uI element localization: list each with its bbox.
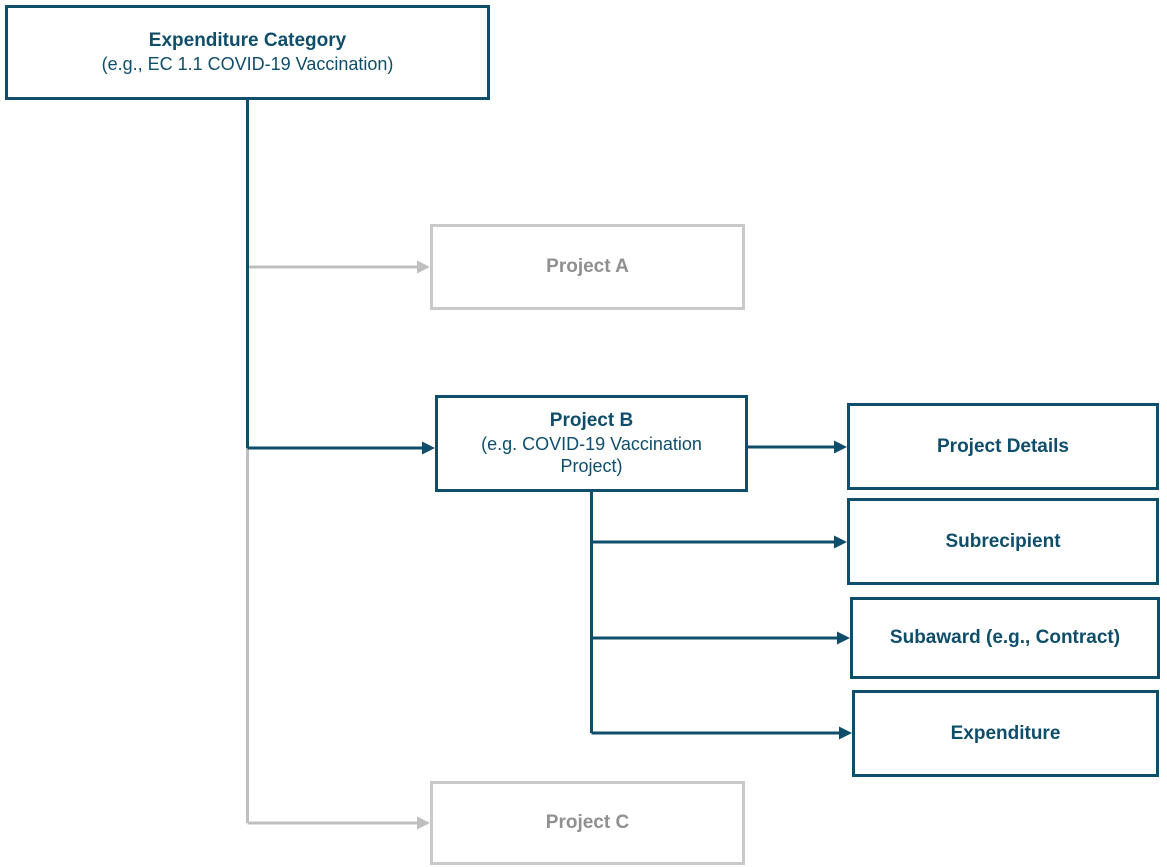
node-project-a: Project A [430, 224, 745, 310]
node-project-b: Project B (e.g. COVID-19 Vaccination Pro… [435, 395, 748, 492]
node-subrecipient: Subrecipient [847, 498, 1159, 585]
node-expenditure-category: Expenditure Category (e.g., EC 1.1 COVID… [5, 5, 490, 100]
node-subtitle: (e.g. COVID-19 Vaccination Project) [481, 433, 702, 477]
node-subaward: Subaward (e.g., Contract) [850, 597, 1160, 679]
node-title: Subaward (e.g., Contract) [889, 627, 1121, 649]
node-project-details: Project Details [847, 403, 1159, 490]
node-title: Project C [545, 812, 630, 834]
node-expenditure: Expenditure [852, 690, 1159, 777]
node-project-c: Project C [430, 781, 745, 865]
arrowhead-project-b-icon [422, 441, 435, 455]
arrowhead-project-details-icon [834, 440, 847, 454]
node-subtitle: (e.g., EC 1.1 COVID-19 Vaccination) [101, 54, 394, 75]
node-title: Project A [546, 256, 629, 278]
arrowhead-expenditure-icon [839, 726, 852, 740]
arrowhead-subrecipient-icon [834, 535, 847, 549]
node-title: Subrecipient [945, 530, 1061, 552]
arrowhead-subaward-icon [837, 631, 850, 645]
arrowhead-project-c-icon [417, 816, 430, 830]
arrowhead-project-a-icon [417, 260, 430, 274]
node-title: Project Details [937, 435, 1069, 457]
node-title: Project B [549, 410, 634, 432]
node-title: Expenditure [950, 722, 1061, 744]
node-title: Expenditure Category [148, 30, 347, 52]
